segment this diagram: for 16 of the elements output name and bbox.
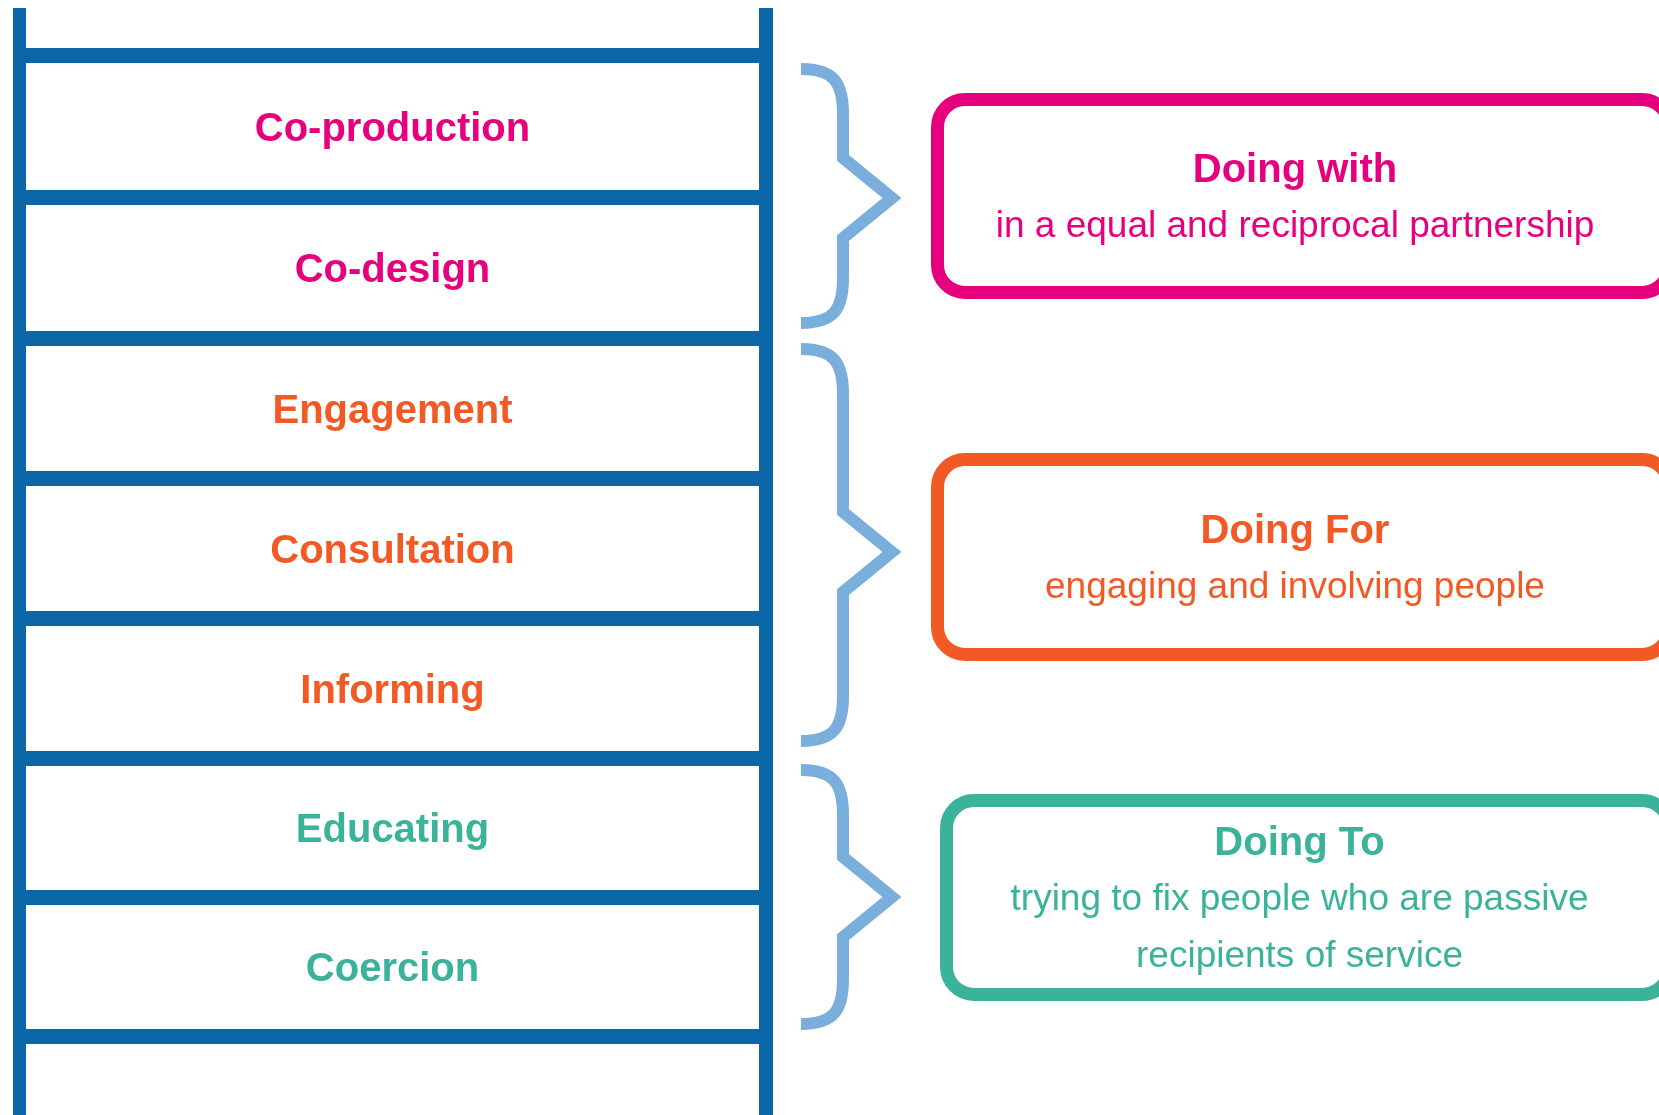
- box-heading: Doing To: [1214, 817, 1385, 865]
- category-box: [931, 93, 1659, 299]
- box-heading: Doing For: [1200, 505, 1390, 553]
- ladder-step-label: Coercion: [26, 906, 759, 1029]
- ladder-step-label: Co-production: [26, 64, 759, 190]
- ladder-step-label: Educating: [26, 767, 759, 890]
- ladder-step-label: Informing: [26, 627, 759, 751]
- box-description: engaging and involving people: [1044, 563, 1546, 608]
- box-description: trying to fix people who are passive recipients of service: [1009, 875, 1590, 977]
- ladder-step-label: Co-design: [26, 206, 759, 331]
- ladder-step-label: Consultation: [26, 487, 759, 611]
- box-description: in a equal and reciprocal partnership: [994, 202, 1596, 247]
- ladder-step-label: Engagement: [26, 347, 759, 471]
- category-box: [940, 794, 1659, 1001]
- box-heading: Doing with: [1192, 144, 1398, 192]
- category-box: [931, 453, 1659, 661]
